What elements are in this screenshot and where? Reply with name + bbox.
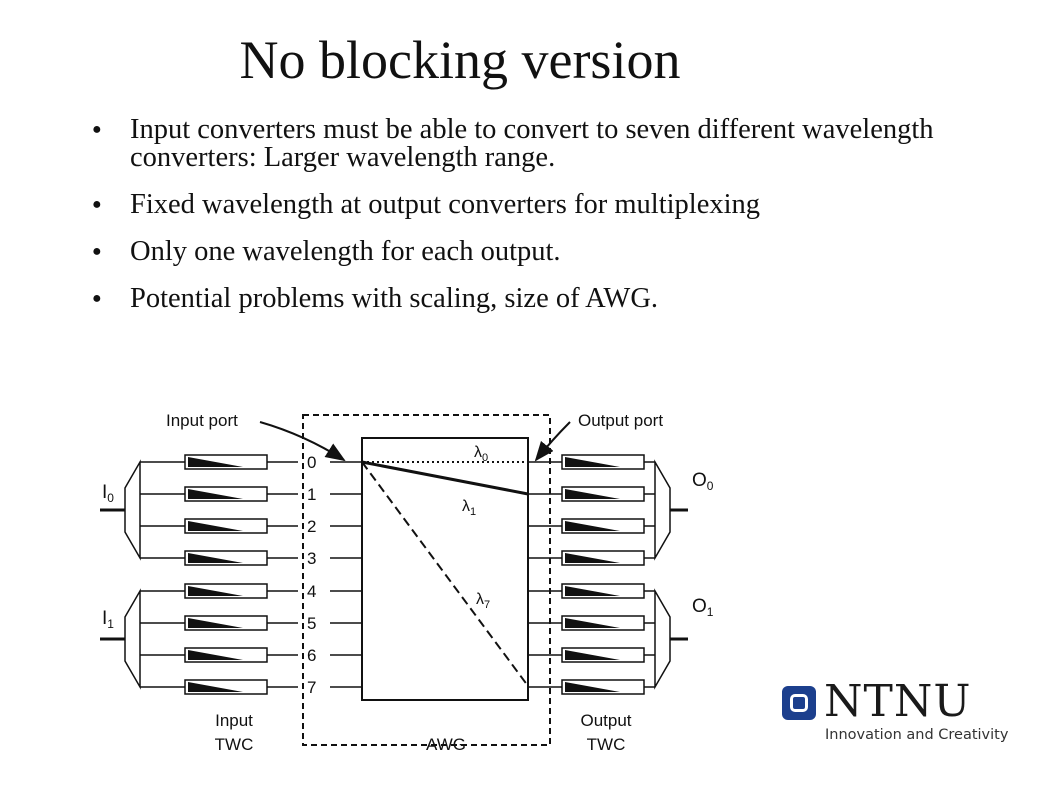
input-twc-converter-fill <box>188 618 243 628</box>
port-number: 1 <box>307 485 316 504</box>
port-number: 3 <box>307 549 316 568</box>
bullet-item: ● Potential problems with scaling, size … <box>92 283 972 314</box>
input-twc-label-line2: TWC <box>215 735 254 754</box>
input-signal-1-symbol: I <box>102 608 107 629</box>
input-splitter <box>124 588 141 690</box>
output-twc-converter-fill <box>565 489 620 499</box>
input-signal-1-label: I1 <box>102 608 114 631</box>
port-number: 4 <box>307 582 316 601</box>
bullet-dot-icon: ● <box>92 243 102 260</box>
lambda-7-label: λ7 <box>476 591 490 611</box>
bullet-dot-icon: ● <box>92 290 102 307</box>
input-signal-0-subscript: 0 <box>107 491 114 505</box>
lambda-7-symbol: λ <box>476 591 484 608</box>
bullet-dot-icon: ● <box>92 196 102 213</box>
output-twc-converter-fill <box>565 618 620 628</box>
port-number: 0 <box>307 453 316 472</box>
input-splitter <box>124 459 141 561</box>
awg-box <box>361 437 529 701</box>
input-twc-converter-fill <box>188 650 243 660</box>
input-twc-converter-fill <box>188 457 243 467</box>
output-twc-converter-fill <box>565 650 620 660</box>
output-twc-converter-fill <box>565 553 620 563</box>
logo-tagline: Innovation and Creativity <box>825 727 1009 743</box>
lambda-7-subscript: 7 <box>484 599 490 611</box>
input-signal-1-subscript: 1 <box>107 617 114 631</box>
lambda-1-path <box>361 460 529 496</box>
logo-name: NTNU <box>824 676 972 727</box>
output-combiner <box>654 459 671 561</box>
bullet-text: Only one wavelength for each output. <box>130 236 561 267</box>
lambda-0-symbol: λ <box>474 444 482 461</box>
ntnu-logo: NTNU Innovation and Creativity <box>780 676 1010 750</box>
awg-enclosure <box>302 414 551 746</box>
output-signal-0-symbol: O <box>692 470 707 491</box>
input-signal-0-label: I0 <box>102 482 114 505</box>
output-signal-0-label: O0 <box>692 470 714 493</box>
output-signal-0-subscript: 0 <box>707 479 714 493</box>
output-combiner <box>654 588 671 690</box>
input-twc-converter-fill <box>188 553 243 563</box>
input-port-label: Input port <box>166 411 238 430</box>
input-twc-converter-fill <box>188 489 243 499</box>
ntnu-logo-mark-icon <box>782 686 816 720</box>
output-twc-label-line2: TWC <box>587 735 626 754</box>
output-signal-1-label: O1 <box>692 596 714 619</box>
input-twc-converter-fill <box>188 682 243 692</box>
lambda-0-subscript: 0 <box>482 452 488 464</box>
bullet-text: Potential problems with scaling, size of… <box>130 283 659 314</box>
bullet-item: ● Only one wavelength for each output. <box>92 236 972 267</box>
lambda-1-symbol: λ <box>462 498 470 515</box>
port-number: 5 <box>307 614 316 633</box>
port-number: 2 <box>307 517 316 536</box>
input-twc-converter-fill <box>188 521 243 531</box>
bullet-item: ● Input converters must be able to conve… <box>92 114 972 173</box>
awg-label: AWG <box>426 735 466 754</box>
output-signal-1-subscript: 1 <box>707 605 714 619</box>
output-twc-label: Output <box>580 711 631 730</box>
input-twc-label: Input <box>215 711 253 730</box>
output-port-label: Output port <box>578 411 663 430</box>
output-twc-converter-fill <box>565 457 620 467</box>
lambda-1-label: λ1 <box>462 498 476 518</box>
output-port-arrow <box>534 421 571 462</box>
bullet-text: Input converters must be able to convert… <box>130 114 934 173</box>
input-twc-converter-fill <box>188 586 243 596</box>
awg-switch-diagram: Input port Output port λ0 λ1 λ7 I0 I1 O0… <box>100 411 714 754</box>
output-twc-converter-fill <box>565 586 620 596</box>
bullet-list: ● Input converters must be able to conve… <box>92 114 972 337</box>
lambda-1-subscript: 1 <box>470 506 476 518</box>
input-signal-0-symbol: I <box>102 482 107 503</box>
bullet-text: Fixed wavelength at output converters fo… <box>130 189 761 220</box>
port-number: 7 <box>307 678 316 697</box>
output-twc-converter-fill <box>565 682 620 692</box>
output-signal-1-symbol: O <box>692 596 707 617</box>
lambda-7-path <box>361 461 529 687</box>
slide-title: No blocking version <box>239 30 681 90</box>
input-port-arrow <box>259 421 346 462</box>
output-twc-converter-fill <box>565 521 620 531</box>
lambda-0-label: λ0 <box>474 444 488 464</box>
bullet-item: ● Fixed wavelength at output converters … <box>92 189 972 220</box>
port-number: 6 <box>307 646 316 665</box>
bullet-dot-icon: ● <box>92 121 102 138</box>
